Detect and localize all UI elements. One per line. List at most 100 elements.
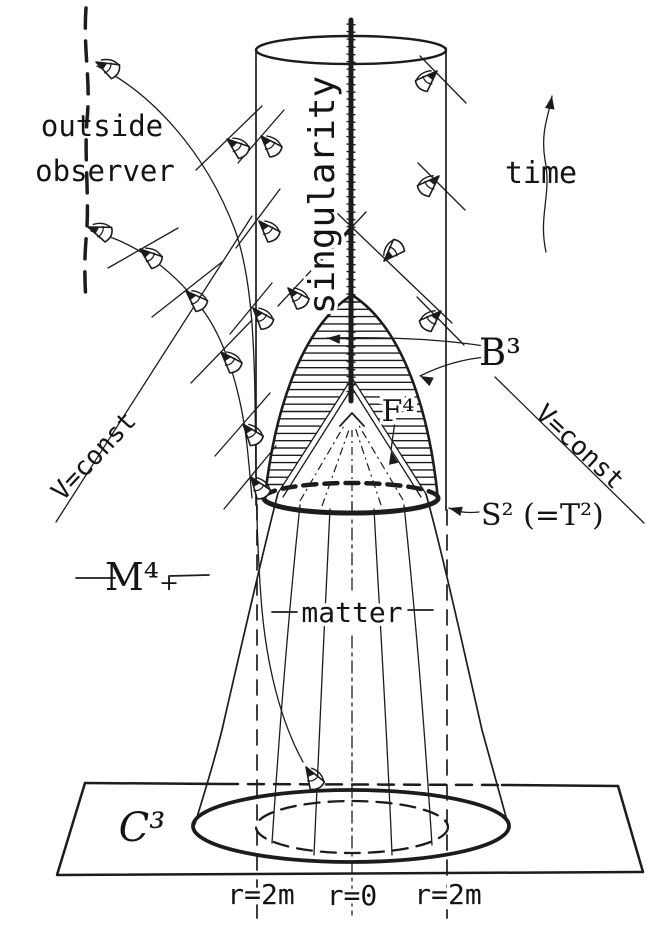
singularity-tick — [346, 195, 356, 198]
label-f4: F⁴ — [382, 394, 415, 429]
generator-dash — [314, 252, 328, 267]
null-ray — [195, 105, 263, 171]
singularity-tick — [346, 330, 356, 333]
cone-base-rim — [191, 788, 511, 864]
singularity-tick — [346, 218, 356, 221]
label-outside-observer-2: observer — [35, 154, 175, 188]
arrowhead-icon — [449, 506, 463, 517]
singularity-tick — [346, 255, 356, 258]
label-c3: C³ — [119, 805, 166, 851]
matter-flow-line — [357, 423, 404, 501]
null-ray — [417, 162, 466, 211]
singularity-tick — [346, 345, 356, 348]
eye-icon — [139, 247, 164, 270]
r2m-dashed-lines — [256, 504, 448, 919]
singularity-tick — [346, 390, 356, 393]
singularity-tick — [346, 113, 356, 116]
eye-icon — [414, 69, 438, 93]
label-dashes — [75, 574, 434, 613]
singularity-tick — [346, 308, 356, 311]
singularity-tick — [346, 98, 356, 101]
singularity-tick — [346, 285, 356, 288]
generator-dash — [327, 238, 341, 253]
singularity-tick — [346, 180, 356, 183]
eye-icon — [382, 238, 406, 262]
singularity-tick — [346, 75, 356, 78]
eye-icon — [260, 135, 283, 158]
v-const-line-right — [494, 376, 645, 524]
label-v-const-right: V=const — [529, 399, 630, 496]
singularity-tick — [346, 30, 356, 33]
singularity-tick — [346, 353, 356, 356]
singularity-tick — [346, 53, 356, 56]
null-ray — [235, 188, 281, 249]
singularity-tick — [346, 210, 356, 213]
collapse-apex-caret — [339, 412, 365, 427]
v-const-line-left — [55, 215, 253, 523]
singularity-tick — [346, 368, 356, 371]
singularity-tick — [346, 105, 356, 108]
singularity-tick — [346, 45, 356, 48]
singularity-tick — [346, 263, 356, 266]
singularity-tick — [346, 278, 356, 281]
label-s2-t2: S² (=T²) — [481, 498, 604, 533]
arrowhead-icon — [420, 376, 434, 387]
eye-icon — [305, 766, 326, 791]
eye-icon — [87, 222, 113, 243]
singularity-tick — [346, 240, 356, 243]
eye-icon — [252, 307, 275, 331]
eye-icon — [185, 289, 209, 313]
singularity-tick — [346, 150, 356, 153]
eye-icon — [220, 351, 243, 374]
singularity-tick — [346, 248, 356, 251]
singularity-tick — [346, 383, 356, 386]
horizon-generator-dashes — [314, 227, 352, 267]
time-direction-arrow — [542, 95, 553, 253]
singularity-tick — [346, 293, 356, 296]
singularity-tick — [346, 38, 356, 41]
eye-icon — [242, 423, 265, 447]
singularity-tick — [346, 60, 356, 63]
null-ray — [107, 227, 179, 269]
label-leader-arrows — [326, 337, 487, 514]
label-outside-observer-1: outside — [41, 109, 163, 143]
generator-dash — [340, 227, 352, 240]
label-m4-plus: M⁴₊ — [105, 555, 179, 599]
star-surface-inner-cone — [277, 377, 427, 498]
singularity-tick — [346, 270, 356, 273]
label-r0: r=0 — [327, 879, 378, 912]
singularity-tick — [346, 68, 356, 71]
singularity-tick — [346, 143, 356, 146]
label-v-const-left: V=const — [46, 406, 143, 507]
singularity-tick — [346, 188, 356, 191]
eye-icon — [416, 174, 440, 198]
singularity-tick — [346, 323, 356, 326]
eye-icon — [226, 137, 251, 160]
singularity-tick — [346, 158, 356, 161]
singularity-tick — [346, 375, 356, 378]
singularity-tick — [346, 165, 356, 168]
singularity-tick — [346, 360, 356, 363]
label-singularity: singularity — [302, 76, 343, 314]
singularity-tick — [346, 83, 356, 86]
label-matter: matter — [301, 596, 402, 629]
label-time: time — [505, 156, 577, 191]
cauchy-surface-plane — [55, 781, 645, 877]
arrowhead-icon — [389, 451, 399, 465]
eye-icon — [418, 309, 442, 333]
singularity-tick — [346, 233, 356, 236]
matter-flow-lines — [299, 423, 404, 509]
matter-interior — [279, 377, 425, 500]
matter-flow-line — [299, 423, 346, 502]
singularity-tick — [346, 338, 356, 341]
label-r2m-right: r=2m — [414, 878, 481, 911]
matter-flow-line — [354, 426, 382, 506]
trapped-surface-ring — [261, 480, 441, 516]
eye-icon — [250, 476, 272, 500]
singularity-tick — [346, 120, 356, 123]
singularity-tick — [346, 203, 356, 206]
singularity-tick — [346, 23, 356, 26]
label-r2m-left: r=2m — [227, 878, 294, 911]
label-b3: B³ — [479, 331, 521, 374]
